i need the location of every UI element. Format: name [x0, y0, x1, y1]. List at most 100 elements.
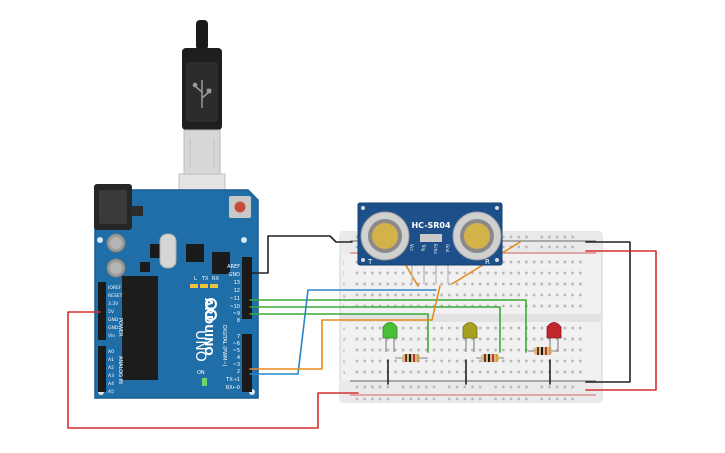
breadboard-hole	[386, 282, 390, 286]
breadboard-hole	[502, 235, 505, 239]
breadboard-hole	[563, 293, 567, 297]
breadboard-hole	[432, 337, 436, 341]
breadboard-hole	[417, 370, 420, 374]
breadboard-hole	[532, 260, 536, 264]
breadboard-hole	[478, 359, 482, 363]
breadboard-hole	[463, 397, 467, 401]
status-leds: L TX RX ON	[190, 276, 219, 386]
breadboard-hole	[563, 370, 567, 374]
breadboard-hole	[386, 397, 390, 401]
breadboard-hole	[371, 271, 374, 275]
breadboard-hole	[540, 282, 544, 286]
breadboard-hole	[417, 282, 420, 286]
breadboard-hole	[555, 282, 559, 286]
breadboard-hole	[386, 304, 390, 308]
breadboard-hole	[517, 359, 520, 363]
breadboard-hole	[463, 348, 467, 352]
breadboard-hole	[401, 293, 405, 297]
breadboard-hole	[579, 337, 582, 341]
sensor-pin-gnd: Gnd	[445, 244, 450, 253]
breadboard-hole	[409, 304, 413, 308]
breadboard-hole	[532, 359, 536, 363]
breadboard-hole	[540, 385, 544, 389]
breadboard-hole	[448, 385, 451, 389]
breadboard-hole	[555, 293, 559, 297]
pin-label-4: 4	[237, 355, 240, 361]
breadboard-hole	[555, 271, 559, 275]
breadboard-hole	[563, 245, 567, 249]
breadboard-hole	[432, 293, 436, 297]
breadboard-hole	[502, 397, 505, 401]
breadboard-hole	[563, 282, 567, 286]
breadboard-hole	[378, 337, 382, 341]
breadboard-hole	[386, 337, 390, 341]
breadboard-hole	[509, 385, 513, 389]
breadboard-hole	[540, 235, 544, 239]
breadboard-hole	[409, 385, 413, 389]
ultrasonic-sensor: HC-SR04 T R Vcc Trig Echo Gnd	[357, 202, 503, 266]
breadboard-hole	[355, 385, 359, 389]
breadboard-hole	[417, 304, 420, 308]
breadboard-hole	[540, 271, 544, 275]
breadboard-hole	[355, 293, 359, 297]
breadboard-hole	[409, 293, 413, 297]
breadboard-hole	[517, 337, 520, 341]
pin-label-a4: A4	[108, 381, 114, 387]
breadboard-hole	[525, 271, 528, 275]
breadboard-hole	[509, 337, 513, 341]
breadboard-hole	[401, 348, 405, 352]
breadboard-hole	[417, 397, 420, 401]
pin-label-8: 8	[237, 318, 240, 324]
breadboard-hole	[486, 326, 490, 330]
row-letter-e: e	[343, 326, 346, 331]
breadboard-hole	[579, 370, 582, 374]
breadboard-hole	[517, 304, 520, 308]
breadboard-hole	[355, 260, 359, 264]
breadboard-hole	[417, 326, 420, 330]
breadboard-hole	[532, 337, 536, 341]
breadboard-hole	[378, 282, 382, 286]
breadboard-hole	[448, 304, 451, 308]
breadboard-hole	[355, 235, 359, 239]
breadboard-hole	[409, 397, 413, 401]
breadboard-hole	[371, 293, 374, 297]
breadboard-hole	[548, 260, 551, 264]
breadboard-hole	[448, 282, 451, 286]
breadboard-hole	[540, 293, 544, 297]
breadboard-hole	[525, 235, 528, 239]
breadboard-hole	[571, 271, 574, 275]
breadboard-hole	[563, 385, 567, 389]
center-channel	[340, 314, 602, 322]
breadboard-hole	[401, 282, 405, 286]
breadboard-hole	[401, 304, 405, 308]
breadboard-hole	[440, 359, 443, 363]
breadboard-hole	[509, 235, 513, 239]
breadboard-hole	[409, 348, 413, 352]
led-label-tx: TX	[201, 276, 209, 282]
breadboard-hole	[540, 337, 544, 341]
breadboard-hole	[502, 385, 505, 389]
breadboard-hole	[378, 348, 382, 352]
breadboard-hole	[486, 271, 490, 275]
pin-label-rx0: RX←0	[226, 385, 240, 391]
breadboard-hole	[509, 348, 513, 352]
row-letter-b: b	[343, 359, 346, 364]
breadboard-hole	[471, 282, 474, 286]
breadboard-hole	[394, 304, 397, 308]
row-letter-c: c	[343, 348, 345, 353]
pin-label-a1: A1	[108, 357, 114, 363]
breadboard-hole	[371, 282, 374, 286]
breadboard-hole	[563, 397, 567, 401]
breadboard-hole	[371, 370, 374, 374]
capacitor	[106, 233, 126, 278]
breadboard-hole	[471, 348, 474, 352]
sensor-pin-trig: Trig	[421, 243, 426, 252]
breadboard-hole	[563, 260, 567, 264]
breadboard-hole	[502, 293, 505, 297]
breadboard-hole	[425, 326, 428, 330]
breadboard-hole	[555, 235, 559, 239]
breadboard-hole	[555, 397, 559, 401]
breadboard-hole	[540, 326, 544, 330]
breadboard-hole	[463, 337, 467, 341]
breadboard-hole	[532, 282, 536, 286]
